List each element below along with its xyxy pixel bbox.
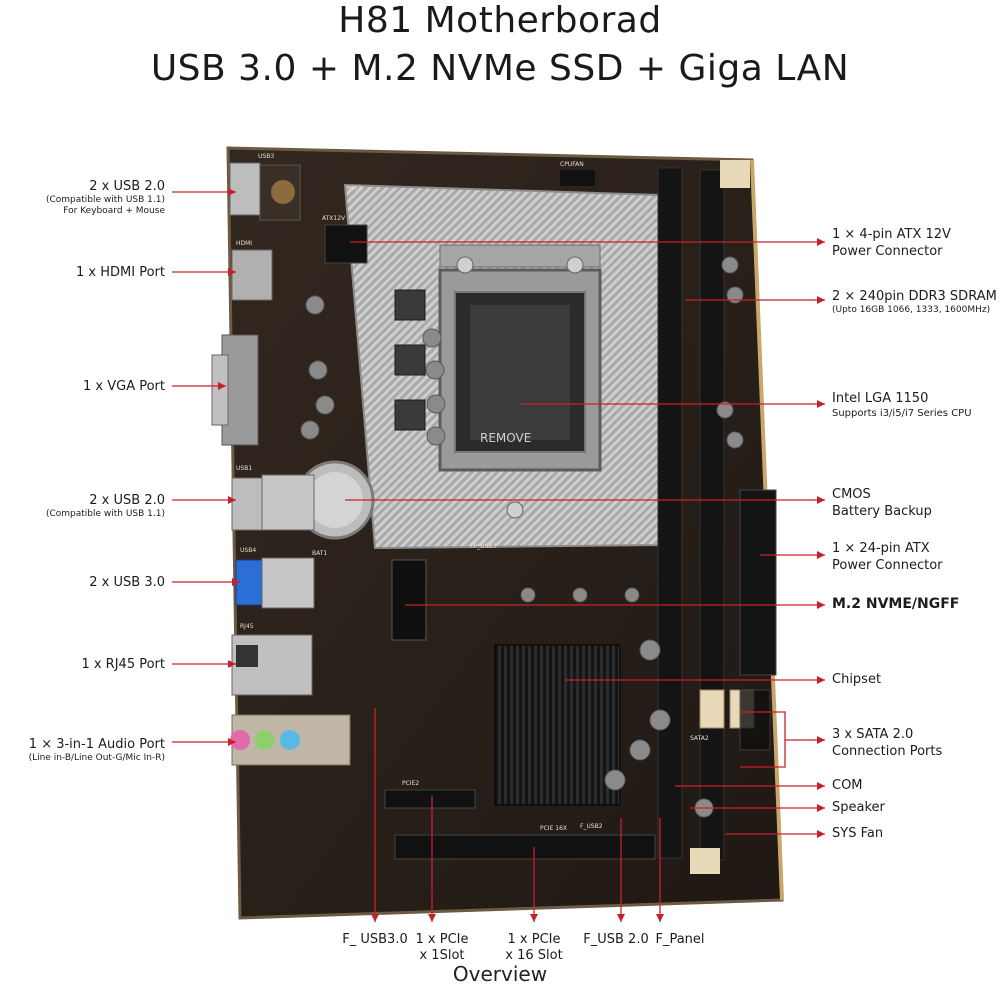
page-title: H81 Motherborad	[338, 0, 662, 41]
label-f-usb3: F_ USB3.0	[342, 932, 408, 947]
atx-12v	[324, 224, 368, 264]
silk-atx12v: ATX12V	[322, 215, 346, 222]
m2-slot	[391, 559, 427, 641]
label-f-panel: F_Panel	[655, 932, 705, 947]
silk-fusb3: FP_USB3	[470, 543, 496, 550]
pcie-x16-slot	[394, 834, 656, 860]
label-rj45: 1 x RJ45 Port	[81, 657, 165, 672]
silk-mh3: MH3	[348, 185, 362, 192]
chipset-heatsink	[494, 644, 621, 806]
silk-sata2: SATA2	[690, 735, 709, 742]
label-vga: 1 x VGA Port	[83, 379, 165, 394]
label-hdmi: 1 x HDMI Port	[76, 265, 165, 280]
socket-remove-text: REMOVE	[480, 431, 531, 445]
label-usb2-mid: 2 x USB 2.0 (Compatible with USB 1.1)	[45, 493, 165, 519]
silk-pcie16: PCIE 16X	[540, 825, 567, 832]
silk-hdmi: HDMI	[236, 240, 252, 247]
silk-fusb2: F_USB2	[580, 823, 603, 830]
label-chipset: Chipset	[832, 672, 882, 687]
silk-bat1: BAT1	[312, 550, 327, 557]
silk-pcie2: PCIE2	[402, 780, 419, 787]
io-hdmi	[231, 249, 273, 301]
atx-24pin	[739, 489, 777, 676]
label-m2: M.2 NVME/NGFF	[832, 596, 960, 612]
overview-caption: Overview	[452, 962, 548, 986]
label-usb3: 2 x USB 3.0	[89, 575, 165, 590]
label-cpu-socket: Intel LGA 1150 Supports i3/i5/i7 Series …	[832, 391, 972, 419]
sata-port-3	[739, 689, 771, 751]
io-usb2-top	[229, 162, 261, 216]
label-speaker: Speaker	[832, 800, 885, 815]
label-usb2-top: 2 x USB 2.0 (Compatible with USB 1.1) Fo…	[45, 179, 165, 216]
page-subtitle: USB 3.0 + M.2 NVMe SSD + Giga LAN	[150, 48, 850, 89]
dimm-slot-1	[657, 167, 683, 859]
pcie-x1-slot	[384, 789, 476, 809]
label-f-usb2: F_USB 2.0	[583, 932, 649, 947]
dimm-slot-2	[699, 169, 725, 861]
label-sys-fan: SYS Fan	[832, 826, 884, 841]
sata-port-1	[699, 689, 725, 729]
silk-rj45: RJ45	[240, 623, 254, 630]
silk-cpufan: CPUFAN	[560, 161, 584, 168]
label-audio: 1 × 3-in-1 Audio Port (Line in-B/Line Ou…	[28, 737, 165, 763]
silk-usb4: USB4	[240, 547, 256, 554]
io-usb2-mid	[231, 477, 263, 531]
silk-usb3: USB3	[258, 153, 274, 160]
silk-usb1: USB1	[236, 465, 252, 472]
label-com: COM	[832, 778, 863, 793]
label-ddr3: 2 × 240pin DDR3 SDRAM (Upto 16GB 1066, 1…	[832, 289, 997, 315]
